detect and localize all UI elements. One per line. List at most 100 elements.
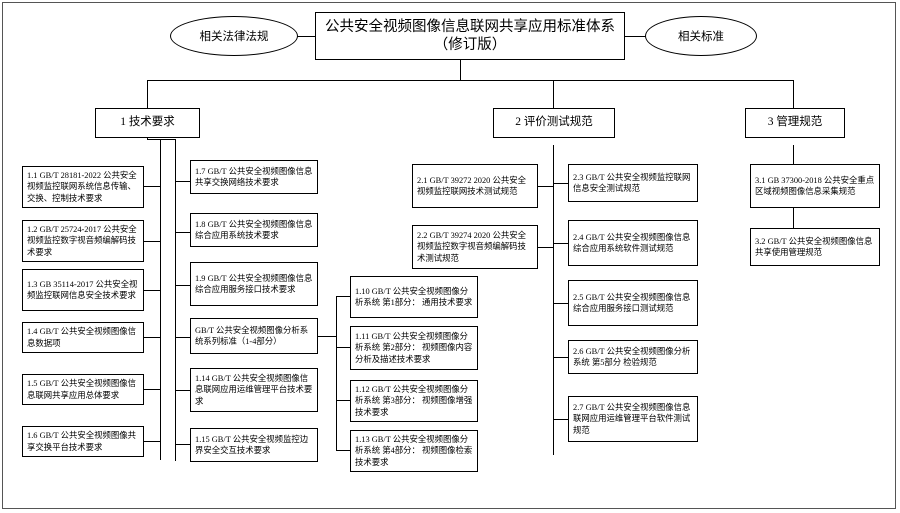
std-label-1-12: 1.12 GB/T 公共安全视频图像分析系统 第3部分： 视频图像增强技术要求 bbox=[355, 385, 473, 417]
std-label-1-1: 1.1 GB/T 28181-2022 公共安全视频监控联网系统信息传输、交换、… bbox=[27, 171, 137, 203]
std-label-1-2: 1.2 GB/T 25724-2017 公共安全视频监控数字视音频编解码技术要求 bbox=[27, 225, 137, 257]
spine-analysis-series bbox=[336, 296, 337, 450]
std-box-1-7[interactable]: 1.7 GB/T 公共安全视频图像信息共享交换网络技术要求 bbox=[190, 160, 318, 194]
connector-t2-1 bbox=[175, 181, 190, 182]
branch-2-label: 2 评价测试规范 bbox=[515, 116, 593, 129]
connector-t2-2 bbox=[175, 232, 190, 233]
connector-t1-2 bbox=[144, 241, 161, 242]
spine-eval bbox=[553, 145, 554, 455]
std-label-1-3: 1.3 GB 35114-2017 公共安全视频监控联网信息安全技术要求 bbox=[27, 279, 138, 300]
connector-t1-3 bbox=[144, 290, 161, 291]
std-label-2-6: 2.6 GB/T 公共安全视频图像分析系统 第5部分 检验规范 bbox=[573, 346, 691, 367]
connector-e2-2 bbox=[553, 243, 568, 244]
std-label-1-14: 1.14 GB/T 公共安全视频图像信息联网应用运维管理平台技术要求 bbox=[195, 374, 313, 406]
std-label-1-10: 1.10 GB/T 公共安全视频图像分析系统 第1部分： 通用技术要求 bbox=[355, 286, 473, 307]
connector-branch2-down bbox=[553, 80, 554, 108]
std-box-1-2[interactable]: 1.2 GB/T 25724-2017 公共安全视频监控数字视音频编解码技术要求 bbox=[22, 220, 144, 262]
std-box-2-3[interactable]: 2.3 GB/T 公共安全视频监控联网信息安全测试规范 bbox=[568, 164, 698, 202]
connector-t2-4 bbox=[175, 337, 190, 338]
std-box-analysis-series[interactable]: GB/T 公共安全视频图像分析系统系列标准（1-4部分） bbox=[190, 318, 318, 354]
std-label-1-5: 1.5 GB/T 公共安全视频图像信息联网共享应用总体要求 bbox=[27, 379, 136, 400]
branch-3-label: 3 管理规范 bbox=[767, 116, 823, 129]
std-box-1-1[interactable]: 1.1 GB/T 28181-2022 公共安全视频监控联网系统信息传输、交换、… bbox=[22, 166, 144, 208]
std-label-1-15: 1.15 GB/T 公共安全视频监控边界安全交互技术要求 bbox=[195, 434, 309, 455]
std-label-analysis-series: GB/T 公共安全视频图像分析系统系列标准（1-4部分） bbox=[195, 325, 309, 346]
spine-tech-col2 bbox=[175, 139, 176, 461]
std-box-1-15[interactable]: 1.15 GB/T 公共安全视频监控边界安全交互技术要求 bbox=[190, 428, 318, 462]
connector-t3-1 bbox=[336, 296, 350, 297]
std-box-3-1[interactable]: 3.1 GB 37300-2018 公共安全重点区域视频图像信息采集规范 bbox=[750, 164, 880, 208]
connector-branch3-down bbox=[793, 80, 794, 108]
std-box-2-4[interactable]: 2.4 GB/T 公共安全视频图像信息综合应用系统软件测试规范 bbox=[568, 220, 698, 266]
connector-t1-1 bbox=[144, 186, 161, 187]
std-box-1-6[interactable]: 1.6 GB/T 公共安全视频图像共享交换平台技术要求 bbox=[22, 426, 144, 457]
std-label-1-6: 1.6 GB/T 公共安全视频图像共享交换平台技术要求 bbox=[27, 431, 136, 452]
std-box-1-13[interactable]: 1.13 GB/T 公共安全视频图像分析系统 第4部分： 视频图像检索技术要求 bbox=[350, 430, 478, 472]
branch-evaluation-testing[interactable]: 2 评价测试规范 bbox=[493, 108, 615, 138]
std-label-3-1: 3.1 GB 37300-2018 公共安全重点区域视频图像信息采集规范 bbox=[755, 175, 875, 196]
root-title-line1: 公共安全视频图像信息联网共享应用标准体系 bbox=[325, 18, 615, 35]
std-label-2-1: 2.1 GB/T 39272 2020 公共安全视频监控联网技术测试规范 bbox=[417, 175, 526, 196]
std-box-1-14[interactable]: 1.14 GB/T 公共安全视频图像信息联网应用运维管理平台技术要求 bbox=[190, 368, 318, 412]
std-label-2-3: 2.3 GB/T 公共安全视频监控联网信息安全测试规范 bbox=[573, 172, 691, 193]
connector-left-ellipse bbox=[296, 36, 316, 37]
std-box-2-5[interactable]: 2.5 GB/T 公共安全视频图像信息综合应用服务接口测试规范 bbox=[568, 280, 698, 326]
root-title: 公共安全视频图像信息联网共享应用标准体系 （修订版） bbox=[320, 18, 620, 54]
std-box-1-10[interactable]: 1.10 GB/T 公共安全视频图像分析系统 第1部分： 通用技术要求 bbox=[350, 276, 478, 318]
root-title-line2: （修订版） bbox=[433, 37, 507, 53]
std-box-2-6[interactable]: 2.6 GB/T 公共安全视频图像分析系统 第5部分 检验规范 bbox=[568, 340, 698, 374]
connector-t2-5 bbox=[175, 390, 190, 391]
connector-series-out bbox=[318, 336, 336, 337]
connector-t2-3 bbox=[175, 285, 190, 286]
branch-management-spec[interactable]: 3 管理规范 bbox=[745, 108, 845, 138]
std-label-3-2: 3.2 GB/T 公共安全视频图像信息共享使用管理规范 bbox=[755, 236, 873, 257]
std-label-2-2: 2.2 GB/T 39274 2020 公共安全视频监控数字视音频编解码技术测试… bbox=[417, 231, 526, 263]
connector-branch1-down bbox=[147, 80, 148, 108]
connector-e2-3 bbox=[553, 303, 568, 304]
std-box-1-9[interactable]: 1.9 GB/T 公共安全视频图像信息综合应用服务接口技术要求 bbox=[190, 262, 318, 306]
std-label-1-11: 1.11 GB/T 公共安全视频图像分析系统 第2部分： 视频图像内容分析及描述… bbox=[355, 332, 473, 364]
std-box-3-2[interactable]: 3.2 GB/T 公共安全视频图像信息共享使用管理规范 bbox=[750, 228, 880, 266]
connector-root-down bbox=[460, 58, 461, 80]
connector-t1-5 bbox=[144, 389, 161, 390]
std-box-1-8[interactable]: 1.8 GB/T 公共安全视频图像信息综合应用系统技术要求 bbox=[190, 213, 318, 247]
std-box-1-3[interactable]: 1.3 GB 35114-2017 公共安全视频监控联网信息安全技术要求 bbox=[22, 269, 144, 311]
branch-tech-requirements[interactable]: 1 技术要求 bbox=[95, 108, 200, 138]
std-label-1-8: 1.8 GB/T 公共安全视频图像信息综合应用系统技术要求 bbox=[195, 219, 313, 240]
connector-t1-6 bbox=[144, 441, 161, 442]
std-label-2-5: 2.5 GB/T 公共安全视频图像信息综合应用服务接口测试规范 bbox=[573, 292, 691, 313]
connector-e2-4 bbox=[553, 357, 568, 358]
connector-t2-6 bbox=[175, 444, 190, 445]
connector-right-ellipse bbox=[624, 36, 646, 37]
std-box-1-5[interactable]: 1.5 GB/T 公共安全视频图像信息联网共享应用总体要求 bbox=[22, 374, 144, 405]
root-title-box[interactable]: 公共安全视频图像信息联网共享应用标准体系 （修订版） bbox=[315, 12, 625, 60]
connector-t3-4 bbox=[336, 450, 350, 451]
std-label-1-9: 1.9 GB/T 公共安全视频图像信息综合应用服务接口技术要求 bbox=[195, 273, 313, 294]
std-box-2-1[interactable]: 2.1 GB/T 39272 2020 公共安全视频监控联网技术测试规范 bbox=[412, 164, 538, 208]
related-laws-label: 相关法律法规 bbox=[199, 31, 269, 43]
connector-t3-2 bbox=[336, 347, 350, 348]
std-label-2-4: 2.4 GB/T 公共安全视频图像信息综合应用系统软件测试规范 bbox=[573, 232, 691, 253]
std-box-1-11[interactable]: 1.11 GB/T 公共安全视频图像分析系统 第2部分： 视频图像内容分析及描述… bbox=[350, 326, 478, 370]
connector-tech-split bbox=[147, 139, 176, 140]
std-label-1-4: 1.4 GB/T 公共安全视频图像信息数据项 bbox=[27, 327, 136, 348]
connector-e2-1 bbox=[553, 183, 568, 184]
std-box-1-4[interactable]: 1.4 GB/T 公共安全视频图像信息数据项 bbox=[22, 322, 144, 353]
std-label-2-7: 2.7 GB/T 公共安全视频图像信息联网应用运维管理平台软件测试规范 bbox=[573, 403, 691, 435]
std-box-2-7[interactable]: 2.7 GB/T 公共安全视频图像信息联网应用运维管理平台软件测试规范 bbox=[568, 396, 698, 442]
std-label-1-7: 1.7 GB/T 公共安全视频图像信息共享交换网络技术要求 bbox=[195, 166, 313, 187]
connector-e2-5 bbox=[553, 419, 568, 420]
std-box-2-2[interactable]: 2.2 GB/T 39274 2020 公共安全视频监控数字视音频编解码技术测试… bbox=[412, 225, 538, 269]
related-standards-label: 相关标准 bbox=[678, 31, 724, 43]
connector-t1-4 bbox=[144, 337, 161, 338]
related-standards-ellipse[interactable]: 相关标准 bbox=[645, 16, 757, 56]
branch-1-label: 1 技术要求 bbox=[120, 116, 175, 129]
related-laws-ellipse[interactable]: 相关法律法规 bbox=[170, 16, 298, 56]
std-box-1-12[interactable]: 1.12 GB/T 公共安全视频图像分析系统 第3部分： 视频图像增强技术要求 bbox=[350, 380, 478, 422]
connector-level1-bus bbox=[147, 80, 794, 81]
spine-tech-col1 bbox=[160, 140, 161, 460]
connector-e1-1 bbox=[538, 186, 554, 187]
connector-e1-2 bbox=[538, 247, 554, 248]
